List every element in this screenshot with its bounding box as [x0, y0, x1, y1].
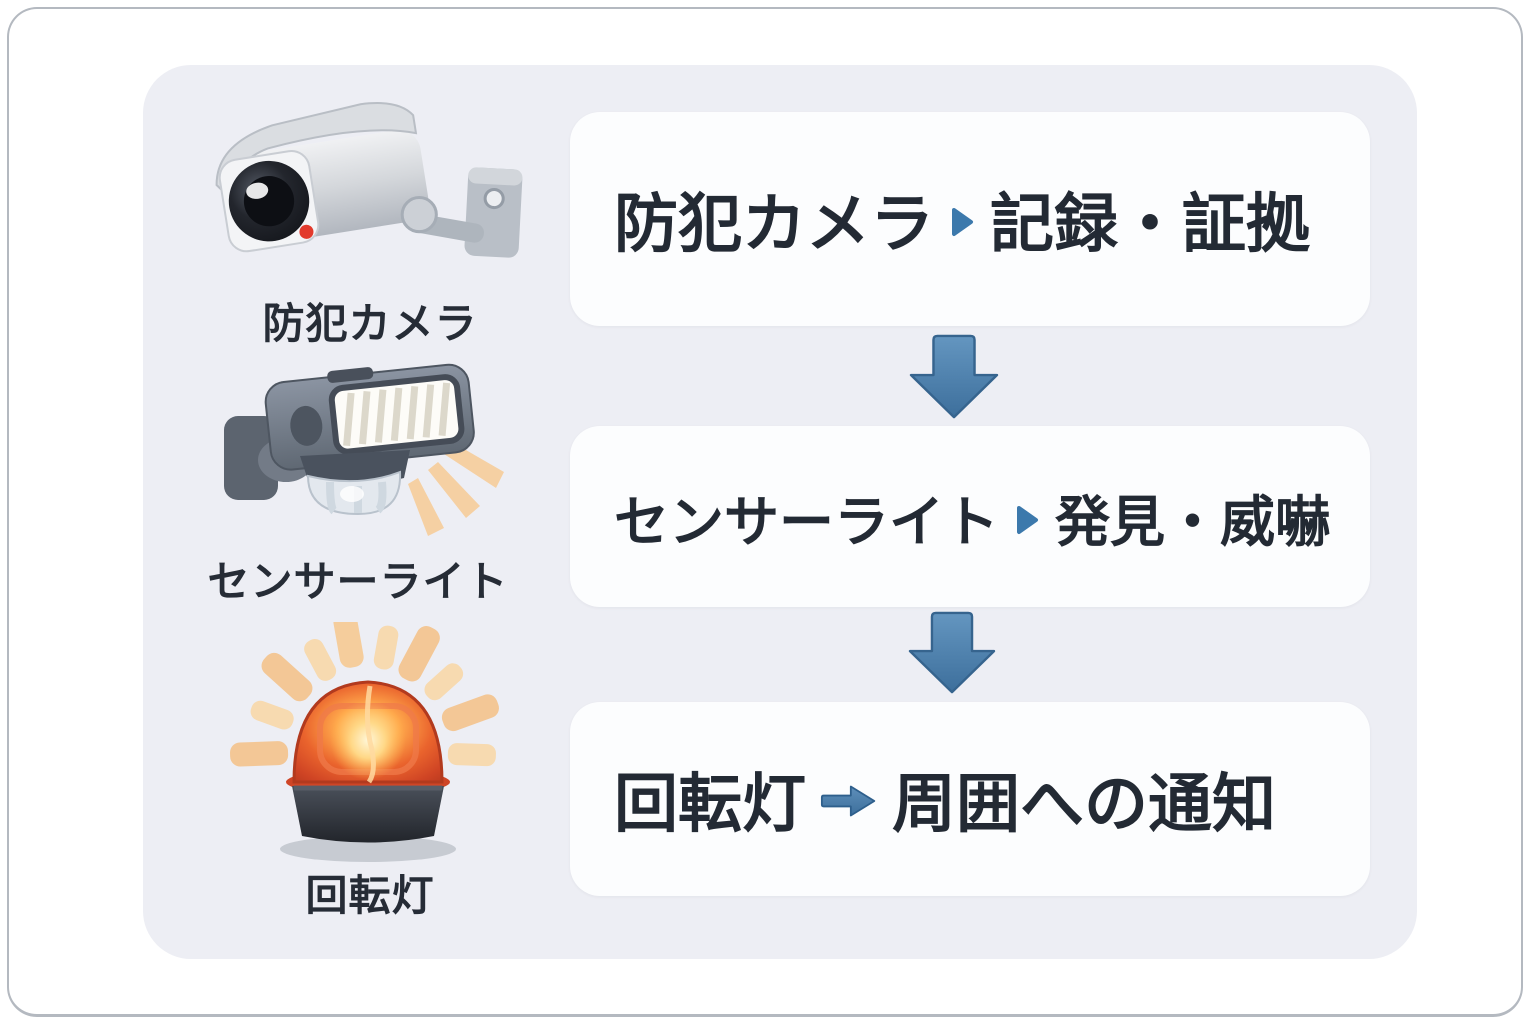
legend-label-rotating-beacon: 回転灯 [305, 872, 435, 919]
flow-step-3-device: 回転灯 [614, 768, 806, 840]
security-camera-icon [213, 98, 525, 294]
flow-step-card-3: 回転灯 周囲への通知 [570, 702, 1370, 896]
down-arrow-icon [904, 611, 1000, 697]
flow-step-card-1: 防犯カメラ 記録・証拠 [570, 112, 1370, 326]
triangle-connector-icon [950, 207, 974, 237]
sensor-light-icon [212, 358, 512, 554]
down-arrow-icon [906, 334, 1002, 420]
flow-step-1-effect: 記録・証拠 [990, 188, 1310, 260]
flow-step-2-device: センサーライト [614, 490, 1000, 553]
rotating-beacon-icon [228, 622, 508, 867]
flow-step-card-2: センサーライト 発見・威嚇 [570, 426, 1370, 607]
legend-label-security-camera: 防犯カメラ [262, 300, 478, 347]
flow-step-2-effect: 発見・威嚇 [1055, 490, 1331, 553]
flow-step-3-effect: 周囲への通知 [892, 768, 1276, 840]
right-arrow-icon [820, 782, 878, 820]
legend-label-sensor-light: センサーライト [207, 558, 509, 605]
flow-step-1-device: 防犯カメラ [614, 188, 934, 260]
triangle-connector-icon [1015, 505, 1039, 535]
